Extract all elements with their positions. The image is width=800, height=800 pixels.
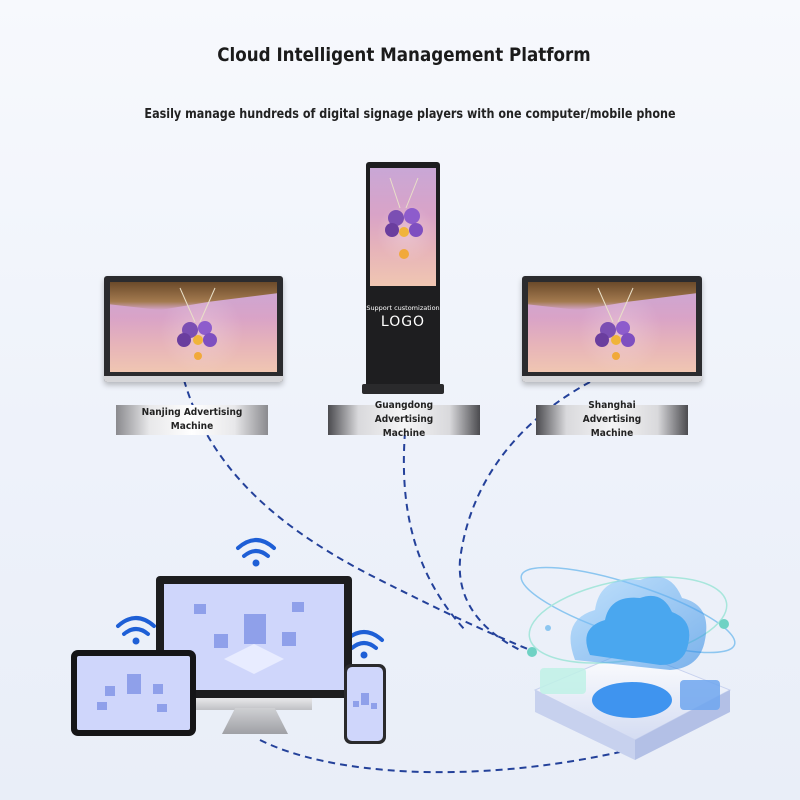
line-nanjing bbox=[183, 379, 531, 651]
kiosk-base bbox=[362, 384, 444, 394]
line-device bbox=[259, 739, 621, 774]
shanghai-display bbox=[522, 276, 702, 382]
label-nanjing-text: Nanjing Advertising Machine bbox=[141, 407, 243, 432]
shanghai-screen bbox=[528, 282, 696, 372]
label-guangdong-text: Guangdong Advertising Machine bbox=[374, 400, 434, 439]
guangdong-kiosk: Support customization LOGO bbox=[362, 162, 444, 394]
tablet bbox=[71, 650, 196, 736]
label-shanghai-text: Shanghai Advertising Machine bbox=[582, 400, 642, 439]
page-title: Cloud Intelligent Management Platform bbox=[217, 44, 591, 66]
phone-screen bbox=[347, 667, 383, 741]
mobile-phone bbox=[344, 664, 386, 744]
kiosk-caption: Support customization bbox=[366, 304, 440, 312]
wifi-icon-dot bbox=[252, 559, 260, 567]
cloud-icon bbox=[570, 576, 707, 670]
desktop-stand bbox=[196, 698, 312, 710]
tablet-screen bbox=[77, 656, 190, 730]
label-nanjing: Nanjing Advertising Machine bbox=[116, 405, 268, 435]
wifi-icon bbox=[116, 616, 156, 636]
label-guangdong: Guangdong Advertising Machine bbox=[328, 400, 480, 439]
wifi-icon bbox=[236, 538, 276, 558]
nanjing-display bbox=[104, 276, 283, 382]
nanjing-screen bbox=[110, 282, 277, 372]
line-guangdong bbox=[402, 431, 466, 631]
kiosk-screen bbox=[370, 168, 436, 286]
kiosk-logo: LOGO bbox=[380, 314, 426, 330]
label-shanghai: Shanghai Advertising Machine bbox=[536, 400, 688, 439]
page-subtitle: Easily manage hundreds of digital signag… bbox=[144, 107, 676, 122]
